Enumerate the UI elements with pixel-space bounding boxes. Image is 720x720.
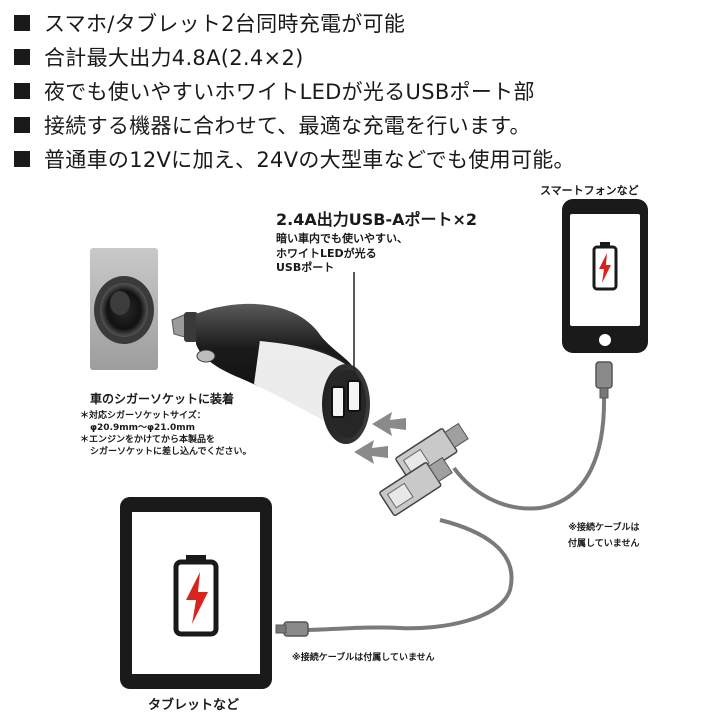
port-desc-line: USBポート xyxy=(276,261,335,274)
feature-text: 合計最大出力4.8A(2.4×2) xyxy=(44,46,304,70)
port-desc-line: 暗い車内でも使いやすい、 xyxy=(276,232,408,245)
socket-note: ＊対応シガーソケットサイズ： φ20.9mm～φ21.0mm ＊エンジンをかけて… xyxy=(80,410,252,458)
port-description: 暗い車内でも使いやすい、 ホワイトLEDが光る USBポート xyxy=(276,232,408,276)
feature-text: 夜でも使いやすいホワイトLEDが光るUSBポート部 xyxy=(44,80,535,104)
feature-text: 接続する機器に合わせて、最適な充電を行います。 xyxy=(44,114,531,138)
socket-note-line: シガーソケットに差し込んでください。 xyxy=(90,447,252,457)
cable-note-line: ※接続ケーブルは xyxy=(568,523,640,533)
feature-item: 接続する機器に合わせて、最適な充電を行います。 xyxy=(14,108,575,142)
feature-item: 夜でも使いやすいホワイトLEDが光るUSBポート部 xyxy=(14,74,575,108)
cigar-socket xyxy=(90,248,158,370)
usb-cable-tablet xyxy=(275,456,514,637)
cable-note: ※接続ケーブルは付属していません xyxy=(292,653,435,663)
smartphone-label: スマートフォンなど xyxy=(540,184,639,197)
port-desc-line: ホワイトLEDが光る xyxy=(276,246,377,260)
feature-text: スマホ/タブレット2台同時充電が可能 xyxy=(44,12,406,36)
feature-item: 普通車の12Vに加え、24Vの大型車などでも使用可能。 xyxy=(14,142,575,176)
square-bullet-icon xyxy=(14,49,30,65)
smartphone xyxy=(562,199,648,353)
square-bullet-icon xyxy=(14,117,30,133)
socket-note-line: φ20.9mm～φ21.0mm xyxy=(90,423,196,433)
square-bullet-icon xyxy=(14,15,30,31)
port-title: 2.4A出力USB-Aポート×2 xyxy=(276,210,478,229)
feature-text: 普通車の12Vに加え、24Vの大型車などでも使用可能。 xyxy=(44,148,575,172)
insert-arrow-icon xyxy=(354,412,406,464)
battery-charging-icon xyxy=(592,242,618,291)
tablet-label: タブレットなど xyxy=(148,698,240,713)
tablet xyxy=(120,497,272,689)
car-charger xyxy=(171,303,370,444)
cable-note: ※接続ケーブルは 付属していません xyxy=(568,520,639,552)
battery-charging-icon xyxy=(173,555,219,637)
feature-item: 合計最大出力4.8A(2.4×2) xyxy=(14,40,575,74)
socket-note-line: ＊エンジンをかけてから本製品を xyxy=(80,435,216,445)
feature-item: スマホ/タブレット2台同時充電が可能 xyxy=(14,6,575,40)
square-bullet-icon xyxy=(14,151,30,167)
square-bullet-icon xyxy=(14,83,30,99)
socket-note-line: ＊対応シガーソケットサイズ： xyxy=(80,411,206,421)
feature-list: スマホ/タブレット2台同時充電が可能 合計最大出力4.8A(2.4×2) 夜でも… xyxy=(14,6,575,176)
cable-note-line: 付属していません xyxy=(568,539,640,549)
socket-title: 車のシガーソケットに装着 xyxy=(90,392,235,406)
